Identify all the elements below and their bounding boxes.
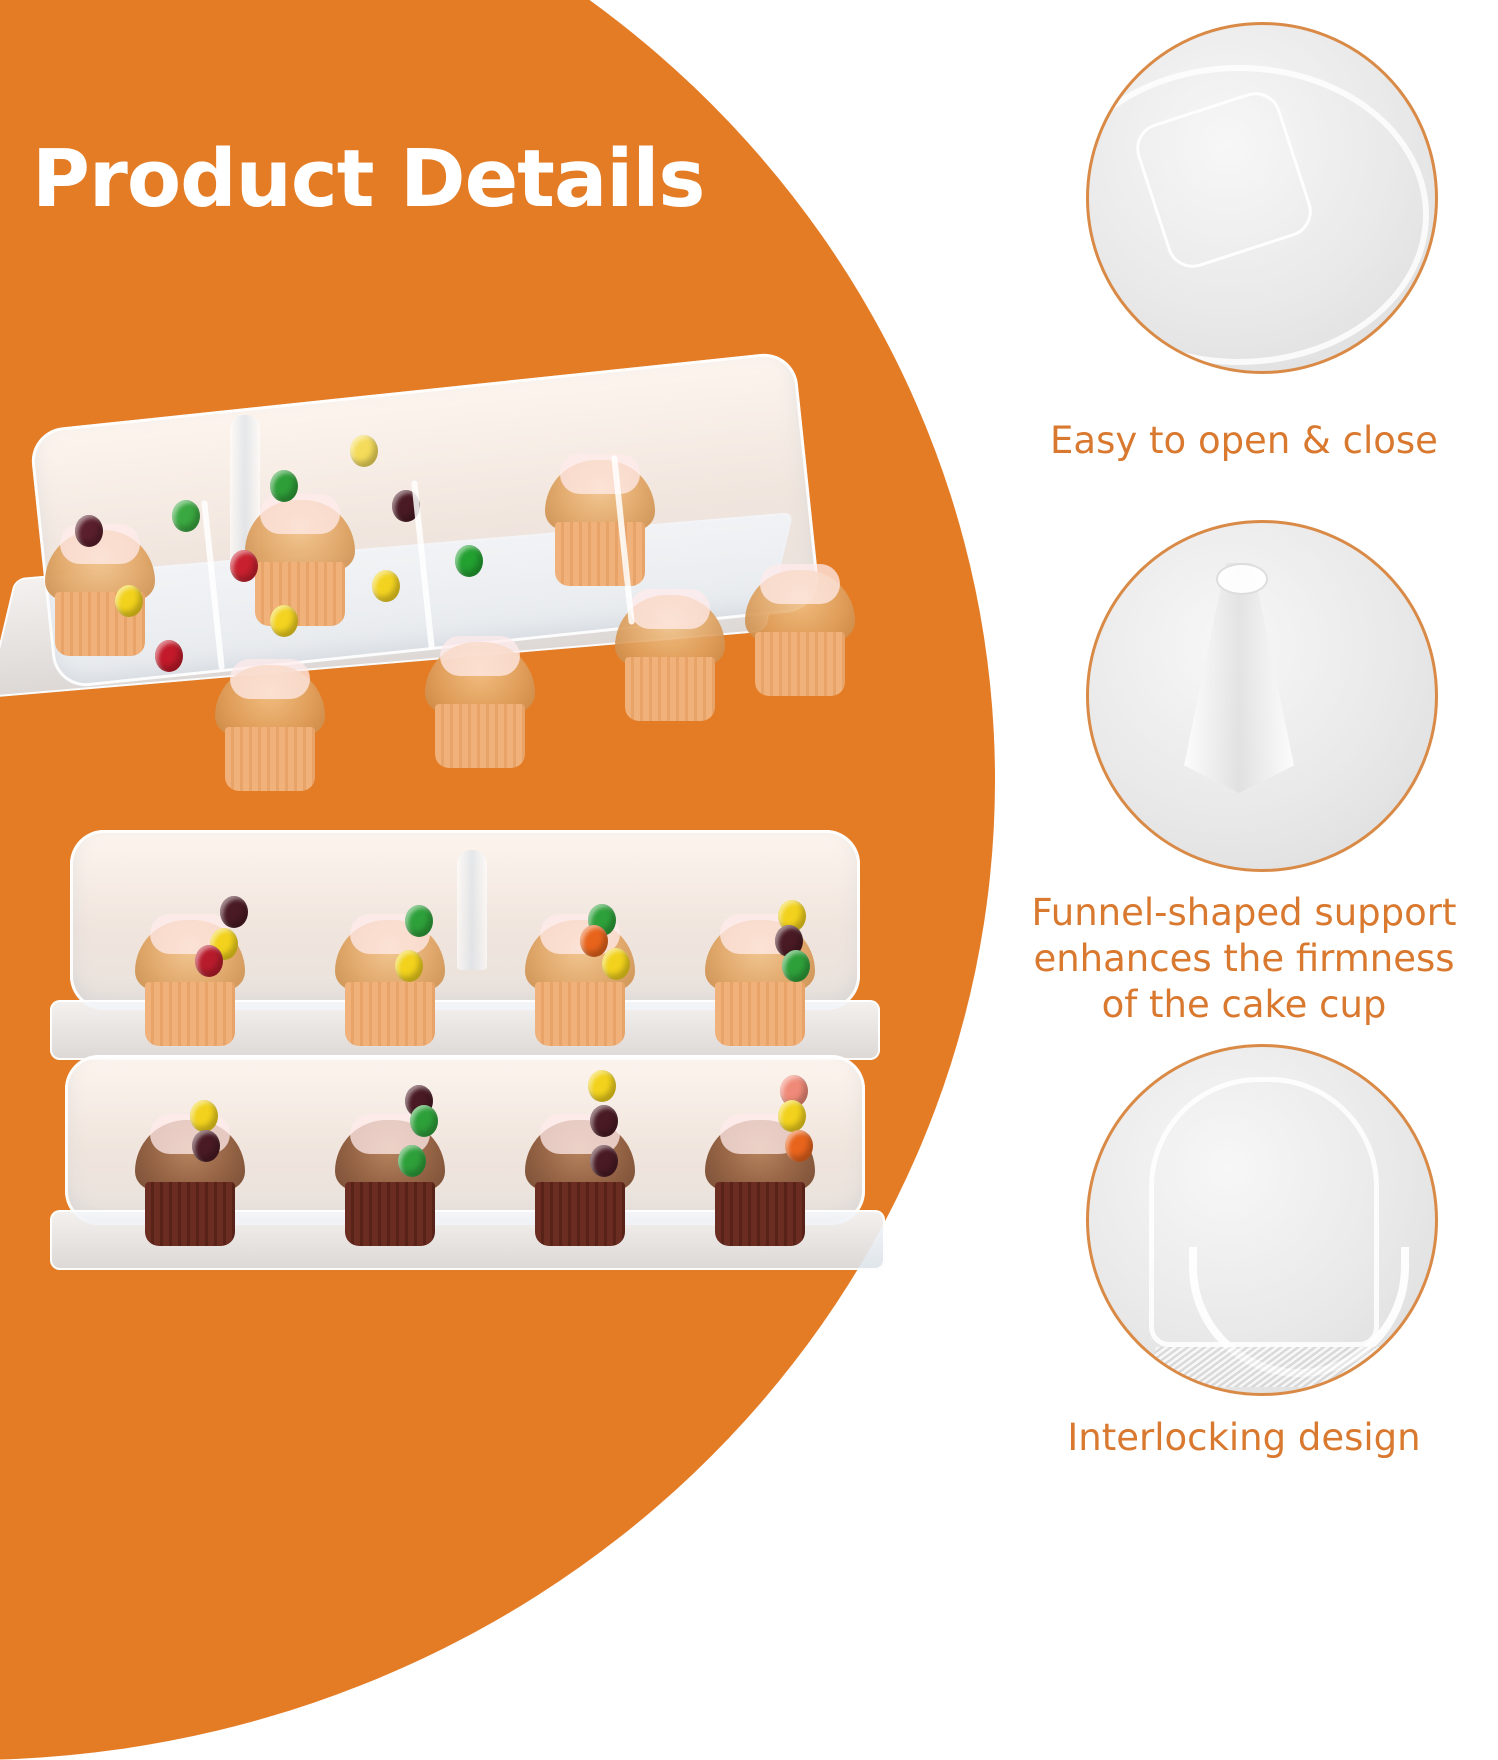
candy-yellow [602,948,630,980]
candy-yellow [778,1100,806,1132]
feature-image-funnel-support [1086,520,1438,872]
cupcake [420,622,540,772]
candy-yellow [350,435,378,467]
candy-yellow [190,1100,218,1132]
cupcake [740,550,860,700]
cupcake-chocolate [130,1100,250,1250]
candy-green [455,545,483,577]
candy-red [230,550,258,582]
candy-green [172,500,200,532]
feature-image-lid-latch [1086,22,1438,374]
cupcake [610,575,730,725]
base-flange [1141,1347,1435,1387]
candy-orange [785,1130,813,1162]
candy-red [195,945,223,977]
feature-image-interlocking [1086,1044,1438,1396]
candy-green [782,950,810,982]
candy-dark [220,896,248,928]
funnel-support-cone [1184,563,1294,793]
cupcake [700,900,820,1050]
feature-label-easy-open: Easy to open & close [1050,419,1438,462]
cupcake-chocolate [330,1100,450,1250]
funnel-cone-tip [1216,563,1268,595]
cupcake-chocolate [520,1100,640,1250]
product-image-stacked-containers [40,800,900,1380]
lid-rim-curve [1089,65,1429,365]
candy-red [155,640,183,672]
candy-yellow [588,1070,616,1102]
cupcake [240,480,360,630]
candy-yellow [395,950,423,982]
candy-dark [590,1145,618,1177]
candy-green [405,905,433,937]
candy-green [398,1145,426,1177]
candy-dark [192,1130,220,1162]
candy-green [410,1105,438,1137]
candy-yellow [115,585,143,617]
product-image-open-container [0,350,900,791]
cupcake [540,440,660,590]
candy-orange [580,925,608,957]
funnel-support [457,850,487,970]
cupcake [210,645,330,795]
feature-label-funnel-support: Funnel-shaped support enhances the firmn… [1031,891,1457,1026]
feature-label-interlocking: Interlocking design [1067,1416,1421,1459]
candy-yellow [270,605,298,637]
candy-yellow [372,570,400,602]
candy-dark [75,515,103,547]
candy-dark [590,1105,618,1137]
page-title: Product Details [32,133,705,225]
candy-green [270,470,298,502]
